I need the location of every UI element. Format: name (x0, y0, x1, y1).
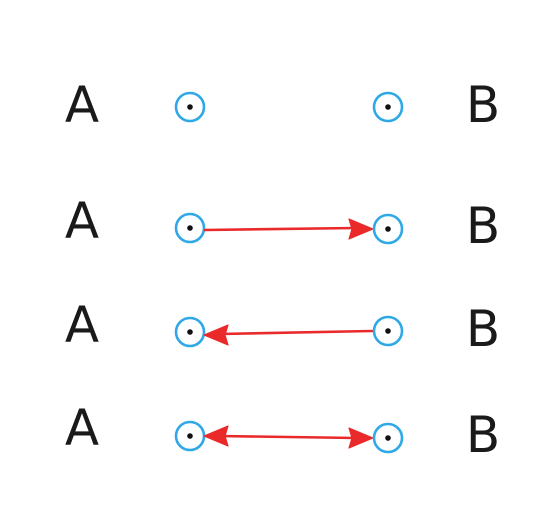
edge-a-b-bidirectional (203, 425, 374, 449)
node-b-label: B (466, 197, 500, 255)
node-b (372, 422, 404, 454)
node-b (372, 91, 404, 123)
node-b-label: B (466, 300, 500, 358)
node-b (372, 213, 404, 245)
node-a (174, 420, 206, 452)
node-a-label: A (65, 296, 99, 354)
edge-line (218, 434, 358, 440)
node-a-label: A (65, 76, 99, 134)
arrowhead-left (203, 425, 229, 447)
node-a-label: A (65, 192, 99, 250)
node-b-label: B (466, 76, 500, 134)
arrowhead-right (348, 218, 374, 240)
diagram-row-2: A B (65, 192, 500, 255)
node-a (174, 91, 206, 123)
diagram-row-1: A B (65, 76, 500, 134)
node-b-label: B (466, 406, 500, 464)
node-a (174, 212, 206, 244)
node-a-label: A (65, 399, 99, 457)
node-a (174, 316, 206, 348)
arrowhead-left (203, 324, 229, 346)
edge-line (218, 329, 374, 336)
arrowhead-right (348, 427, 374, 449)
diagram-row-4: A B (65, 399, 500, 464)
edge-b-to-a (203, 324, 374, 346)
node-b (372, 315, 404, 347)
edge-line (203, 226, 358, 232)
diagram-row-3: A B (65, 296, 500, 358)
edge-a-to-b (203, 218, 374, 240)
